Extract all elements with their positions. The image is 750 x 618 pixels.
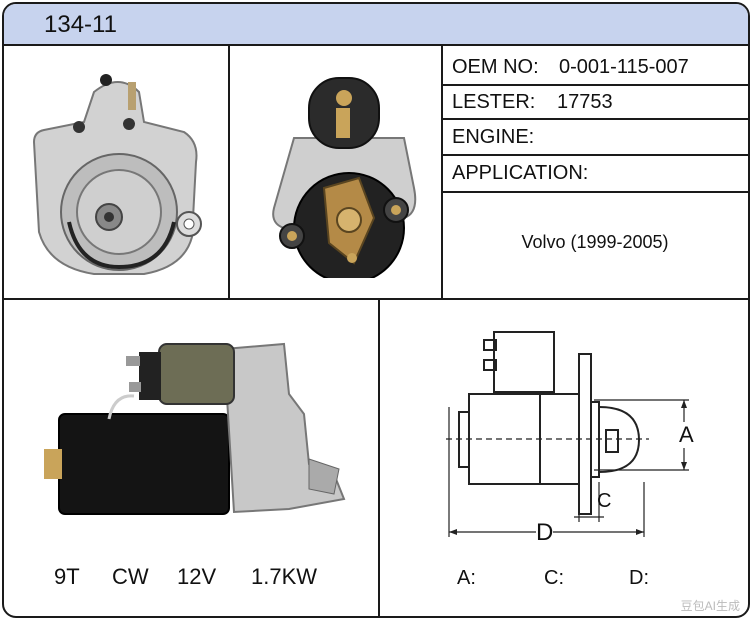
dimension-a-value: A: (457, 567, 476, 589)
param-teeth: 9T (54, 564, 80, 589)
divider-v1 (228, 44, 230, 298)
application-value: Volvo (1999-2005) (521, 232, 669, 252)
application-label: APPLICATION: (452, 162, 589, 184)
lester-value: 17753 (557, 91, 613, 113)
starter-side-view (34, 334, 354, 524)
spec-divider-4 (441, 191, 748, 193)
spec-divider-2 (441, 118, 748, 120)
dimension-d-value: D: (629, 567, 649, 589)
oem-value: 0-001-115-007 (559, 56, 689, 78)
engine-label: ENGINE: (452, 126, 535, 148)
header-bar: 134-11 (4, 4, 748, 46)
param-voltage: 12V (177, 564, 217, 589)
spec-divider-3 (441, 154, 748, 156)
param-rotation: CW (112, 564, 149, 589)
divider-v2 (441, 44, 443, 298)
part-number: 134-11 (44, 11, 117, 38)
dimension-c-value: C: (544, 567, 564, 589)
param-power: 1.7KW (251, 564, 318, 589)
lester-label: LESTER: (452, 91, 536, 113)
divider-h-middle (4, 298, 748, 300)
starter-rear-view (254, 68, 424, 284)
watermark: 豆包AI生成 (680, 599, 740, 613)
oem-label: OEM NO: (452, 56, 539, 78)
spec-divider-1 (441, 84, 748, 86)
dimension-c-label: C (597, 490, 612, 512)
dimension-drawing: A C D (434, 322, 714, 552)
starter-front-view (24, 62, 214, 282)
dimension-d-label: D (536, 519, 554, 547)
divider-v3 (378, 298, 380, 616)
dimension-a-label: A (679, 422, 694, 448)
